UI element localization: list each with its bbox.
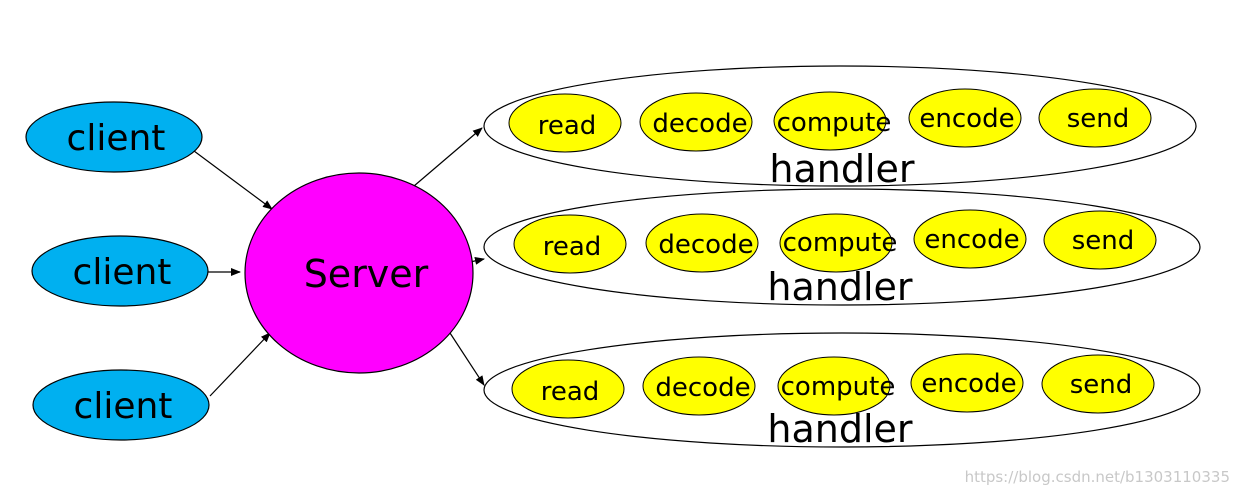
stage-compute: compute	[773, 91, 892, 151]
client-node-3: client	[32, 369, 210, 441]
stage-label: encode	[924, 225, 1019, 255]
client-label: client	[73, 252, 172, 293]
stage-send: send	[1038, 88, 1152, 148]
stage-compute: compute	[779, 213, 898, 273]
stage-label: read	[541, 377, 600, 407]
stage-decode: decode	[642, 356, 756, 416]
handler-boundary	[483, 188, 1201, 306]
handler-group-1: read decode compute encode send handler	[483, 65, 1197, 191]
handler-group-2: read decode compute encode send handler	[483, 188, 1201, 309]
stage-label: read	[538, 111, 597, 141]
stage-read: read	[513, 214, 627, 274]
client-label: client	[67, 118, 166, 159]
stage-encode: encode	[908, 88, 1022, 148]
arrow-client-3-to-server	[209, 332, 271, 397]
stage-label: compute	[777, 108, 892, 138]
stage-label: send	[1070, 370, 1133, 400]
stage-label: encode	[921, 369, 1016, 399]
stage-label: decode	[652, 109, 747, 139]
stage-encode: encode	[913, 209, 1027, 269]
handler-boundary	[483, 332, 1201, 448]
stage-send: send	[1041, 354, 1155, 414]
handler-boundary	[483, 65, 1197, 187]
stage-send: send	[1043, 210, 1157, 270]
stage-label: encode	[919, 104, 1014, 134]
client-node-1: client	[25, 101, 203, 173]
watermark-url: https://blog.csdn.net/b1303110335	[964, 468, 1230, 486]
handler-label: handler	[767, 407, 913, 451]
stage-read: read	[508, 93, 622, 153]
arrow-server-to-handler-1	[413, 127, 483, 187]
stage-label: decode	[658, 230, 753, 260]
arrow-client-1-to-server	[189, 147, 273, 210]
stage-decode: decode	[645, 213, 759, 273]
server-node: Server	[244, 172, 474, 374]
arrow-server-to-handler-3	[449, 332, 485, 386]
handler-label: handler	[769, 147, 915, 191]
client-label: client	[74, 386, 173, 427]
stage-label: read	[543, 232, 602, 262]
stage-encode: encode	[910, 353, 1024, 413]
stage-compute: compute	[777, 356, 896, 416]
handler-group-3: read decode compute encode send handler	[483, 332, 1201, 451]
client-node-2: client	[31, 235, 209, 307]
stage-label: compute	[781, 372, 896, 402]
handler-label: handler	[767, 265, 913, 309]
stage-label: compute	[783, 228, 898, 258]
stage-read: read	[511, 359, 625, 419]
stage-label: send	[1072, 226, 1135, 256]
stage-label: send	[1067, 104, 1130, 134]
stage-decode: decode	[639, 92, 753, 152]
stage-label: decode	[655, 373, 750, 403]
server-label: Server	[304, 252, 429, 296]
